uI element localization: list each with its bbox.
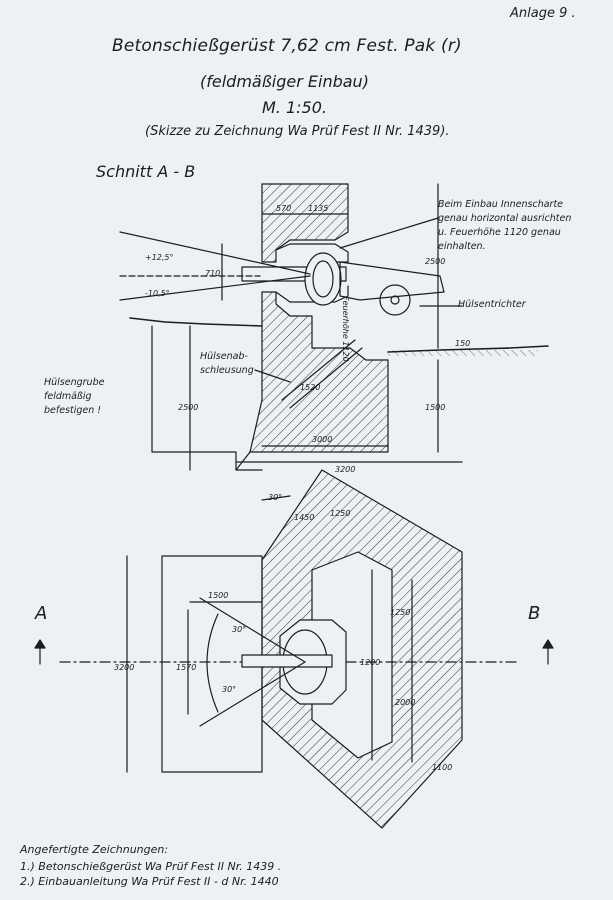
installation-note-line: einhalten. [438,241,486,252]
angle-depression: -10,5° [145,289,170,298]
plan-angle-lower: 30° [222,685,236,694]
plan-view: 30° 1450 1250 1500 1570 3200 1250 1200 2… [34,469,554,829]
casing-drain-label: Hülsenab- schleusung [200,350,254,378]
reference-item: 1.) Betonschießgerüst Wa Prüf Fest II Nr… [20,860,282,873]
dim-570: 570 [276,204,291,213]
marker-b-arrow [542,639,554,665]
references-heading: Angefertigte Zeichnungen: [20,843,169,856]
installation-note-line: u. Feuerhöhe 1120 genau [438,227,561,238]
dim-3000: 3000 [312,435,332,444]
elevation-line-up [119,231,311,275]
ball-mount [304,252,342,306]
ground-line-left [129,317,263,327]
plan-dim-30-label: 30° [268,493,282,502]
marker-a-arrow [34,639,46,665]
casing-drain-pipe [281,339,363,409]
plan-angle-upper: 30° [232,625,246,634]
dim-2500-top: 2500 [425,257,445,266]
pit-floor [235,451,251,471]
traverse-line-lower [199,661,306,727]
plan-dim-1570-label: 1570 [176,663,196,672]
section-view: 570 1135 710 2500 150 2500 1500 3000 320… [119,183,549,474]
ground-hatch-right [388,350,538,356]
plan-dim-1200: 1200 [360,658,380,667]
annex-label: Anlage 9 . [510,6,576,21]
dim-2500-left: 2500 [178,403,198,412]
plan-dim-1250: 1250 [330,509,350,518]
casing-chute-wheel [379,284,411,316]
installation-note: Beim Einbau Innenscharte genau horizonta… [438,198,571,254]
dim-1500: 1500 [425,403,445,412]
casing-pit-line: befestigen ! [44,405,102,416]
dim-150: 150 [455,339,470,348]
section-marker-a: A [35,603,48,624]
plan-dim-1250b: 1250 [390,608,410,617]
plan-dim-1100: 1100 [432,763,452,772]
casing-pit-label: Hülsengrube feldmäßig befestigen ! [44,376,104,418]
angle-elevation: +12,5° [145,253,174,262]
dim-1135: 1135 [308,204,328,213]
casing-pit-line: Hülsengrube [44,377,105,388]
section-marker-b: B [528,603,541,624]
traverse-line-upper [199,597,306,663]
plan-dim-1500-label: 1500 [208,591,228,600]
casing-pit-line: feldmäßig [44,391,92,402]
casing-chute-hub [390,295,400,305]
drawing-title: Betonschießgerüst 7,62 cm Fest. Pak (r) [112,36,462,56]
drawing-subtitle: (feldmäßiger Einbau) [200,72,369,91]
plan-barrel [241,654,333,668]
concrete-wall-lower [249,291,389,453]
plan-dim-3200-label: 3200 [114,663,134,672]
pit-outline [151,325,263,471]
dim-710: 710 [205,269,220,278]
leader-drain [254,369,291,383]
installation-note-line: Beim Einbau Innenscharte [438,199,564,210]
traverse-arc [206,613,219,713]
reference-item: 2.) Einbauanleitung Wa Prüf Fest II - d … [20,875,279,888]
dim-3200: 3200 [335,465,355,474]
plan-dim-2000: 2000 [395,698,415,707]
section-label: Schnitt A - B [96,162,196,181]
concrete-wall-upper [261,183,349,263]
plan-dim-30 [261,495,291,501]
casing-chute-label: Hülsentrichter [458,299,526,310]
drawing-scale: M. 1:50. [262,98,327,117]
casing-drain-line: schleusung [200,365,254,376]
ball-mount-inner [312,260,334,298]
plan-dim-1450: 1450 [294,513,314,522]
gun-carriage [339,261,445,301]
leader-note [339,217,439,249]
installation-note-line: genau horizontal ausrichten [438,213,572,224]
casing-drain-line: Hülsenab- [200,351,248,362]
dim-1520: 1520 [300,383,320,392]
drawing-reference: (Skizze zu Zeichnung Wa Prüf Fest II Nr.… [145,124,450,139]
elevation-line-down [119,275,311,301]
